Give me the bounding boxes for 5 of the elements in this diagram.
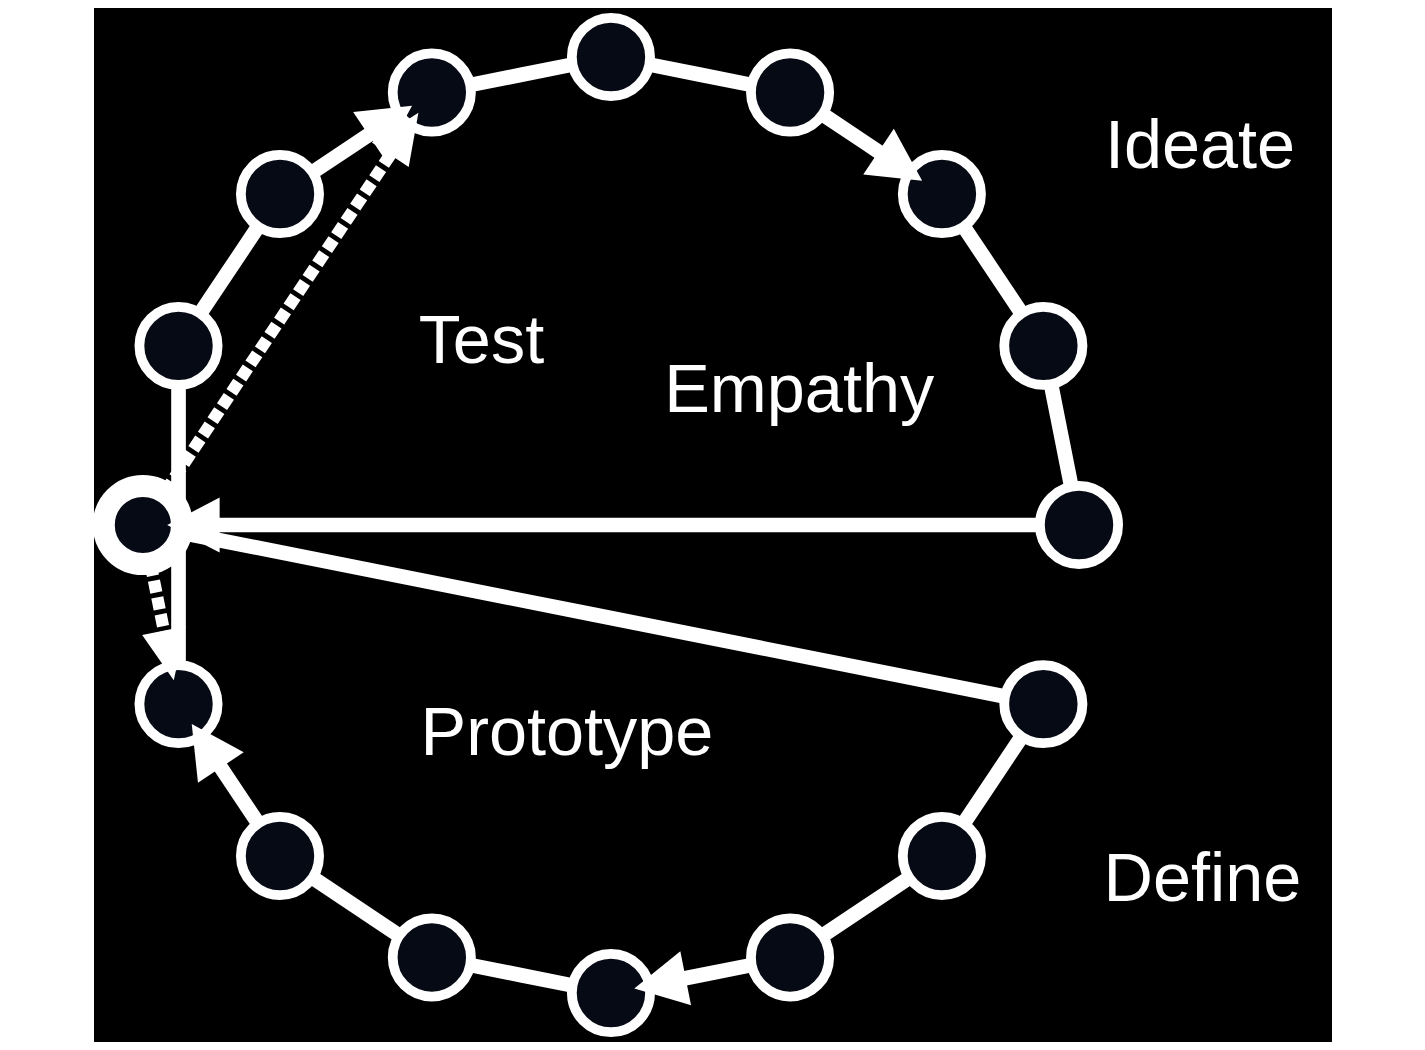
label: Ideate bbox=[1104, 105, 1295, 183]
label: Test bbox=[418, 301, 544, 379]
label: Define bbox=[1103, 839, 1301, 917]
label: Empathy bbox=[663, 350, 934, 428]
label: Prototype bbox=[420, 692, 713, 770]
